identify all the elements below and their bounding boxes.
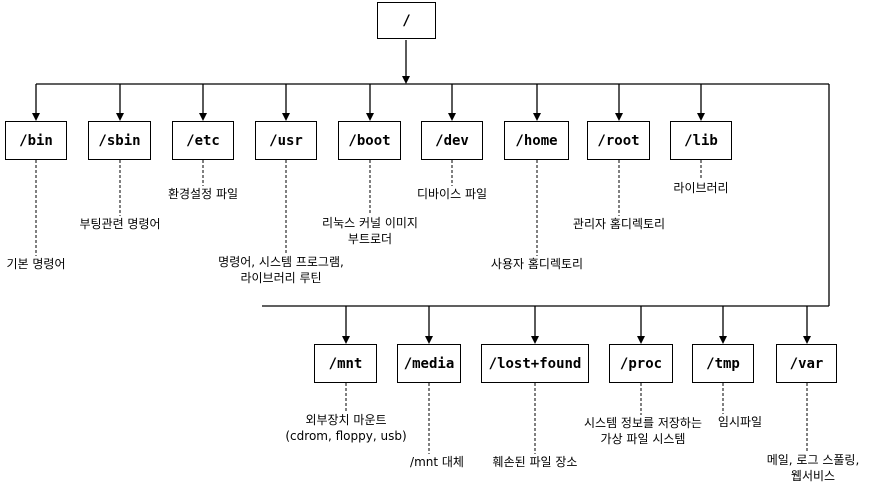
sbin-dir-box: /sbin: [88, 121, 151, 160]
mnt-description: 외부장치 마운트 (cdrom, floppy, usb): [285, 412, 407, 444]
root-dir-box: /root: [587, 121, 650, 160]
lost-found-description-line: 훼손된 파일 장소: [492, 455, 578, 469]
lib-connector-arrow: [697, 113, 705, 121]
usr-dir-box: /usr: [255, 121, 317, 160]
media-description: /mnt 대체: [410, 454, 464, 470]
tmp-description-line: 임시파일: [717, 415, 763, 429]
bin-dir-box: /bin: [5, 121, 67, 160]
home-dir-box: /home: [504, 121, 569, 160]
etc-dir-box: /etc: [172, 121, 234, 160]
lost-found-connector-arrow: [531, 336, 539, 344]
mnt-dir-box: /mnt: [314, 344, 377, 383]
var-description: 메일, 로그 스풀링, 웹서비스: [766, 452, 860, 484]
dev-description: 디바이스 파일: [416, 186, 488, 202]
lost-found-dir-box: /lost+found: [481, 344, 589, 383]
sbin-description-line: 부팅관련 명령어: [79, 217, 161, 231]
usr-description-line: 라이브러리 루틴: [240, 271, 322, 285]
usr-description: 명령어, 시스템 프로그램, 라이브러리 루틴: [218, 254, 344, 286]
etc-connector-arrow: [199, 113, 207, 121]
boot-dir-box: /boot: [338, 121, 401, 160]
home-description: 사용자 홈디렉토리: [490, 256, 584, 272]
media-connector-arrow: [425, 336, 433, 344]
boot-description-line: 리눅스 커널 이미지: [322, 216, 418, 230]
home-connector-arrow: [533, 113, 541, 121]
mnt-description-line: (cdrom, floppy, usb): [285, 429, 407, 443]
proc-dir-box: /proc: [609, 344, 673, 383]
tmp-dir-box: /tmp: [692, 344, 754, 383]
sbin-description: 부팅관련 명령어: [79, 216, 161, 232]
etc-description: 환경설정 파일: [167, 186, 239, 202]
tmp-connector-arrow: [719, 336, 727, 344]
bin-connector-arrow: [32, 113, 40, 121]
root-connector-arrow: [615, 113, 623, 121]
var-description-line: 웹서비스: [790, 469, 836, 483]
var-description-line: 메일, 로그 스풀링,: [766, 453, 860, 467]
etc-description-line: 환경설정 파일: [167, 187, 239, 201]
home-description-line: 사용자 홈디렉토리: [490, 257, 584, 271]
var-connector-arrow: [803, 336, 811, 344]
proc-description-line: 가상 파일 시스템: [600, 432, 686, 446]
lib-description: 라이브러리: [673, 180, 729, 196]
proc-description-line: 시스템 정보를 저장하는: [583, 416, 703, 430]
media-description-line: /mnt 대체: [410, 455, 464, 469]
bin-description: 기본 명령어: [6, 256, 66, 272]
sbin-connector-arrow: [116, 113, 124, 121]
root-dir-box: /: [377, 2, 436, 39]
lib-dir-box: /lib: [670, 121, 732, 160]
var-dir-box: /var: [776, 344, 837, 383]
dev-dir-box: /dev: [421, 121, 483, 160]
dev-connector-arrow: [448, 113, 456, 121]
root-description: 관리자 홈디렉토리: [572, 216, 666, 232]
lib-description-line: 라이브러리: [673, 181, 729, 195]
media-dir-box: /media: [397, 344, 461, 383]
usr-connector-arrow: [282, 113, 290, 121]
boot-connector-arrow: [366, 113, 374, 121]
mnt-description-line: 외부장치 마운트: [305, 413, 387, 427]
lost-found-description: 훼손된 파일 장소: [492, 454, 578, 470]
boot-description-line: 부트로더: [347, 232, 393, 246]
mnt-connector-arrow: [342, 336, 350, 344]
dev-description-line: 디바이스 파일: [416, 187, 488, 201]
proc-connector-arrow: [637, 336, 645, 344]
usr-description-line: 명령어, 시스템 프로그램,: [218, 255, 344, 269]
root-description-line: 관리자 홈디렉토리: [572, 217, 666, 231]
root-trunk-arrow: [402, 76, 410, 84]
bin-description-line: 기본 명령어: [6, 257, 66, 271]
tmp-description: 임시파일: [717, 414, 763, 430]
